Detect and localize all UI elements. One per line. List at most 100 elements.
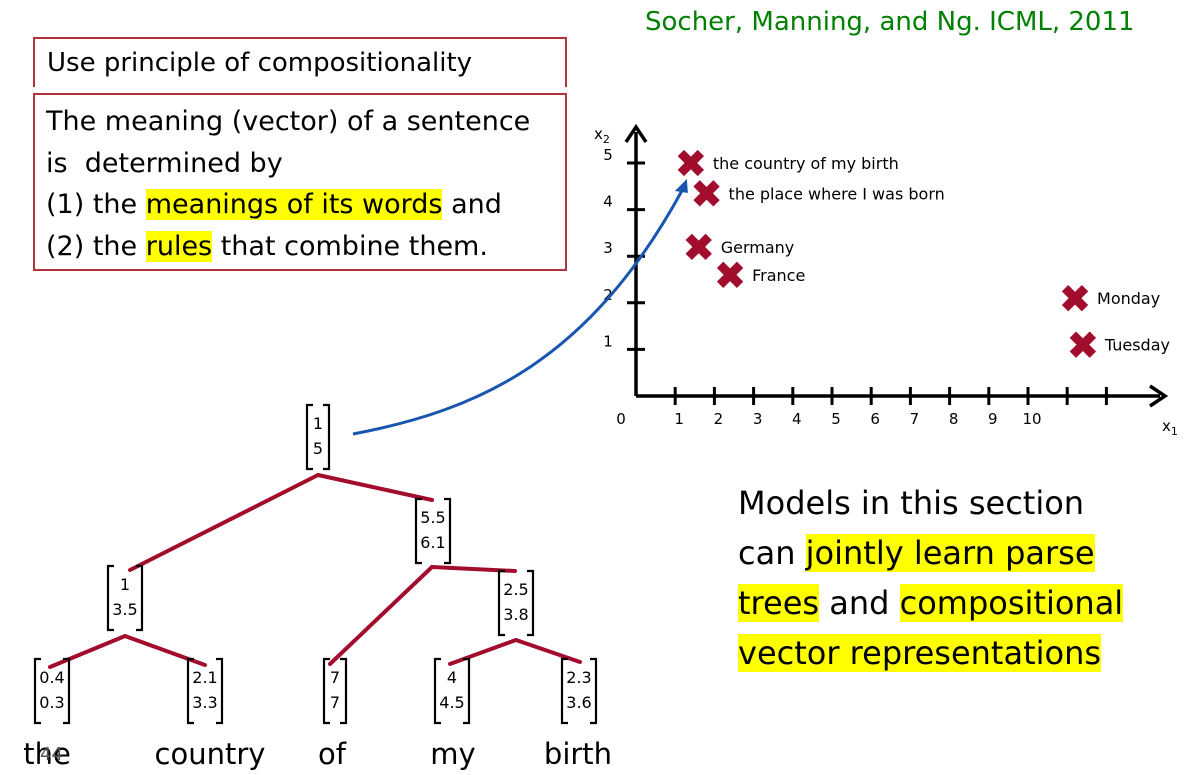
vector-value: 3.5 bbox=[112, 600, 137, 619]
left-bracket bbox=[106, 564, 114, 632]
tree-edge bbox=[123, 634, 207, 667]
text-segment: The meaning (vector) of a sentence bbox=[46, 106, 531, 137]
x-tick-label: 1 bbox=[674, 410, 684, 428]
principle-line: The meaning (vector) of a sentence bbox=[46, 101, 555, 143]
right-bracket bbox=[444, 497, 452, 565]
vector-value: 1 bbox=[120, 575, 130, 594]
marker-stroke bbox=[693, 180, 720, 207]
vector-value: 5.5 bbox=[420, 508, 445, 527]
principle-header: Use principle of compositionality bbox=[47, 48, 473, 78]
x-tick-label: 7 bbox=[910, 410, 920, 428]
tree-edge bbox=[48, 634, 127, 669]
vector-value: 5 bbox=[313, 439, 323, 458]
right-bracket bbox=[323, 403, 331, 471]
point-label: Monday bbox=[1097, 289, 1160, 308]
marker-stroke bbox=[1069, 331, 1097, 358]
highlighted-text: vector representations bbox=[738, 634, 1102, 672]
vector-value: 3.8 bbox=[503, 605, 528, 624]
text-segment: and bbox=[442, 189, 502, 220]
left-bracket bbox=[560, 657, 568, 725]
vector-value: 3.3 bbox=[192, 693, 217, 712]
highlighted-text: meanings of its words bbox=[145, 189, 443, 220]
text-segment: and bbox=[819, 584, 900, 622]
point-marker bbox=[677, 149, 705, 177]
left-bracket bbox=[497, 569, 505, 637]
x-tick-label: 5 bbox=[831, 410, 841, 428]
models-text: Models in this section can jointly learn … bbox=[738, 478, 1178, 678]
node-vector-the-country: 13.5 bbox=[106, 564, 144, 632]
vector-value: 4.5 bbox=[439, 693, 464, 712]
y-tick-label: 3 bbox=[603, 239, 613, 257]
models-line: trees and compositional bbox=[738, 578, 1178, 628]
vector-value: 0.3 bbox=[39, 693, 64, 712]
composition-arrow bbox=[352, 188, 685, 436]
citation: Socher, Manning, and Ng. ICML, 2011 bbox=[645, 7, 1135, 37]
marker-stroke bbox=[1061, 284, 1089, 312]
right-bracket bbox=[463, 657, 471, 725]
point-label: Tuesday bbox=[1104, 336, 1170, 355]
vector-value: 1 bbox=[313, 414, 323, 433]
vector-value: 3.6 bbox=[566, 693, 591, 712]
page-number: 44 bbox=[40, 744, 63, 765]
word-of: of bbox=[318, 737, 347, 771]
x-axis-label-main: x bbox=[1162, 417, 1171, 435]
vector-value: 6.1 bbox=[420, 533, 445, 552]
point-label: France bbox=[752, 266, 805, 285]
leaf-vector-country: 2.13.3 bbox=[186, 657, 224, 725]
highlighted-text: jointly learn parse bbox=[805, 534, 1095, 572]
left-bracket bbox=[305, 403, 313, 471]
root-vector: 15 bbox=[305, 403, 331, 471]
text-segment: (2) the bbox=[46, 230, 146, 262]
leaf-vector-of: 77 bbox=[322, 657, 348, 725]
node-vector-my-birth: 2.53.8 bbox=[497, 569, 535, 637]
highlighted-text: trees bbox=[738, 584, 820, 622]
highlighted-text: compositional bbox=[899, 584, 1124, 622]
tree-edge bbox=[448, 638, 518, 666]
point-label: the country of my birth bbox=[713, 154, 899, 173]
word-my: my bbox=[430, 737, 475, 771]
x-tick-label: 6 bbox=[870, 410, 880, 428]
y-tick-label: 5 bbox=[603, 146, 613, 164]
vector-value: 7 bbox=[330, 668, 340, 687]
principle-body-box: The meaning (vector) of a sentence is det… bbox=[33, 93, 567, 271]
point-marker bbox=[1061, 284, 1089, 312]
highlighted-text: rules bbox=[145, 230, 213, 262]
marker-stroke bbox=[685, 233, 712, 261]
principle-header-box: Use principle of compositionality bbox=[33, 37, 567, 87]
text-segment: that combine them. bbox=[212, 230, 488, 262]
leaf-vector-the: 0.40.3 bbox=[33, 657, 71, 725]
word-birth: birth bbox=[544, 737, 612, 771]
left-bracket bbox=[33, 657, 41, 725]
x-axis-arrowhead bbox=[1149, 384, 1169, 408]
y-axis-label: x2 bbox=[594, 125, 610, 146]
right-bracket bbox=[216, 657, 224, 725]
vector-value: 2.5 bbox=[503, 580, 528, 599]
x-tick-label: 9 bbox=[988, 410, 998, 428]
left-bracket bbox=[414, 497, 422, 565]
models-line: vector representations bbox=[738, 628, 1178, 678]
text-segment: (1) the bbox=[46, 189, 146, 220]
tree-vectors: 1513.55.56.12.53.80.40.32.13.37744.52.33… bbox=[33, 403, 598, 725]
y-tick-label: 4 bbox=[603, 193, 613, 211]
y-axis-label-subscript: 2 bbox=[603, 133, 610, 146]
point-marker bbox=[693, 180, 720, 207]
point-marker bbox=[1069, 331, 1097, 358]
principle-line: is determined by bbox=[46, 143, 555, 185]
right-bracket bbox=[590, 657, 598, 725]
text-segment: can bbox=[738, 534, 806, 572]
text-segment: is determined by bbox=[46, 147, 283, 179]
point-label: the place where I was born bbox=[729, 184, 945, 203]
tree-edge bbox=[128, 473, 320, 572]
y-tick-label: 1 bbox=[603, 332, 613, 350]
y-axis-arrowhead bbox=[624, 123, 648, 143]
text-segment: Models in this section bbox=[738, 484, 1085, 522]
principle-line: (2) the rules that combine them. bbox=[46, 226, 555, 268]
y-tick-label: 2 bbox=[603, 286, 613, 304]
point-marker bbox=[685, 233, 712, 261]
marker-stroke bbox=[677, 149, 705, 177]
x-tick-label: 3 bbox=[753, 410, 763, 428]
left-bracket bbox=[322, 657, 330, 725]
